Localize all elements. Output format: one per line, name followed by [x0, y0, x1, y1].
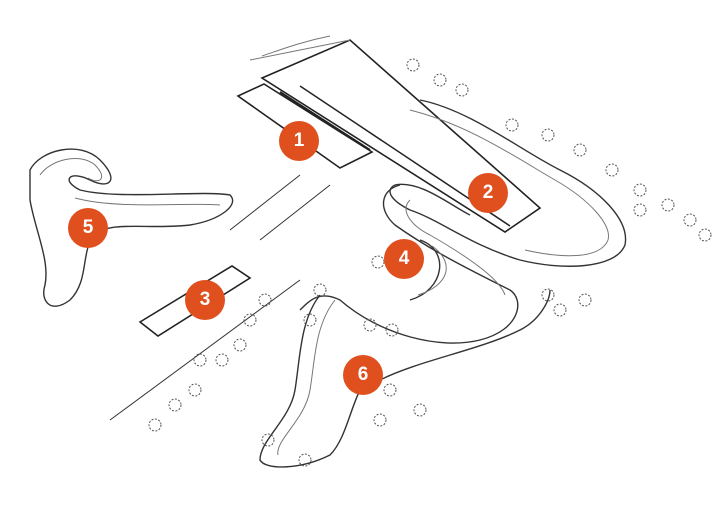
map-marker-3[interactable]: 3 — [185, 280, 225, 320]
map-marker-2[interactable]: 2 — [468, 173, 508, 213]
trees — [148, 58, 712, 467]
track-4 — [409, 239, 447, 301]
track-5 — [29, 148, 234, 307]
map-marker-1[interactable]: 1 — [279, 121, 319, 161]
map-marker-5[interactable]: 5 — [68, 208, 108, 248]
track-2 — [299, 99, 627, 344]
map-marker-6[interactable]: 6 — [343, 355, 383, 395]
track-6 — [259, 289, 551, 468]
map-marker-4[interactable]: 4 — [384, 239, 424, 279]
